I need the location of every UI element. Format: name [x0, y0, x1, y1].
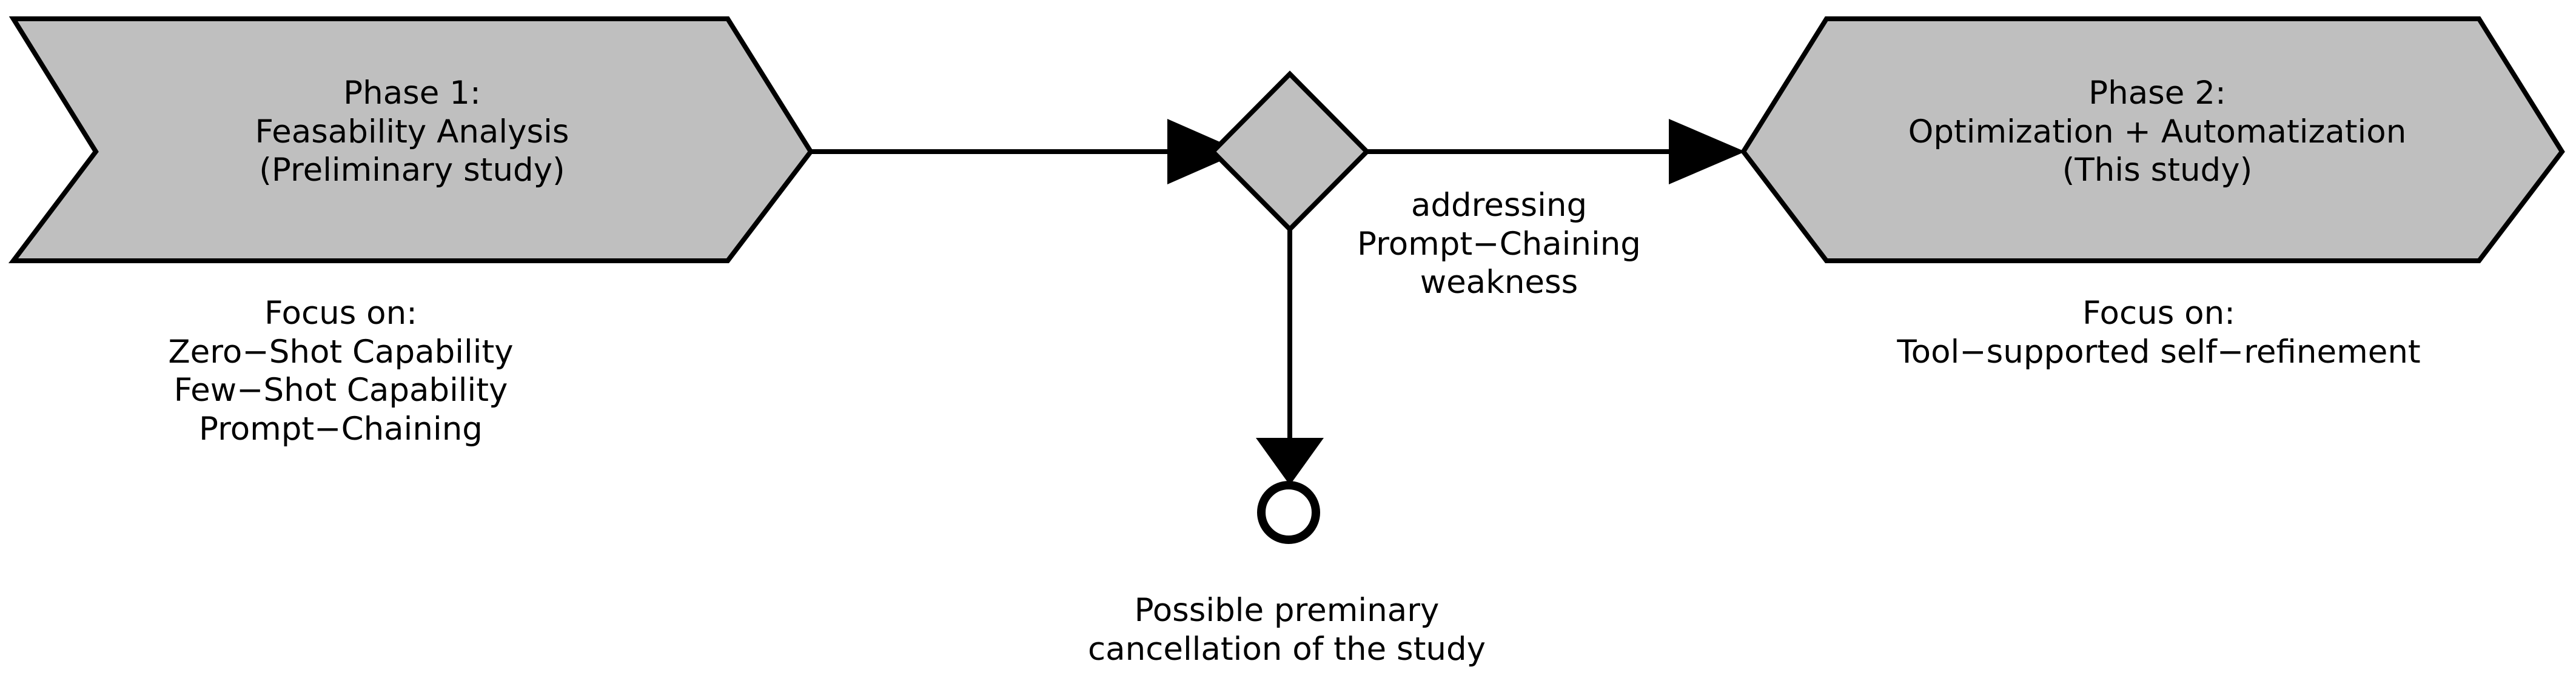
arrow-down-icon: [1256, 438, 1324, 485]
edge-label-addressing-weakness: addressing Prompt−Chaining weakness: [1357, 187, 1641, 301]
phase1-node-title: Phase 1: Feasability Analysis (Prelimina…: [255, 75, 569, 189]
arrow-right-icon: [1167, 119, 1242, 184]
end-node-shape[interactable]: [1257, 481, 1320, 544]
phase1-node-shape[interactable]: [8, 16, 814, 263]
phase2-node-title: Phase 2: Optimization + Automatization (…: [1908, 75, 2407, 189]
phase2-node-shape[interactable]: [1740, 16, 2565, 263]
end-node-label: Possible preminary cancellation of the s…: [1087, 592, 1486, 668]
decision-node-shape[interactable]: [1209, 70, 1370, 233]
arrow-right-icon: [1669, 119, 1745, 184]
phase1-focus-caption: Focus on: Zero−Shot Capability Few−Shot …: [168, 295, 514, 448]
phase2-focus-caption: Focus on: Tool−supported self−refinement: [1897, 295, 2421, 371]
